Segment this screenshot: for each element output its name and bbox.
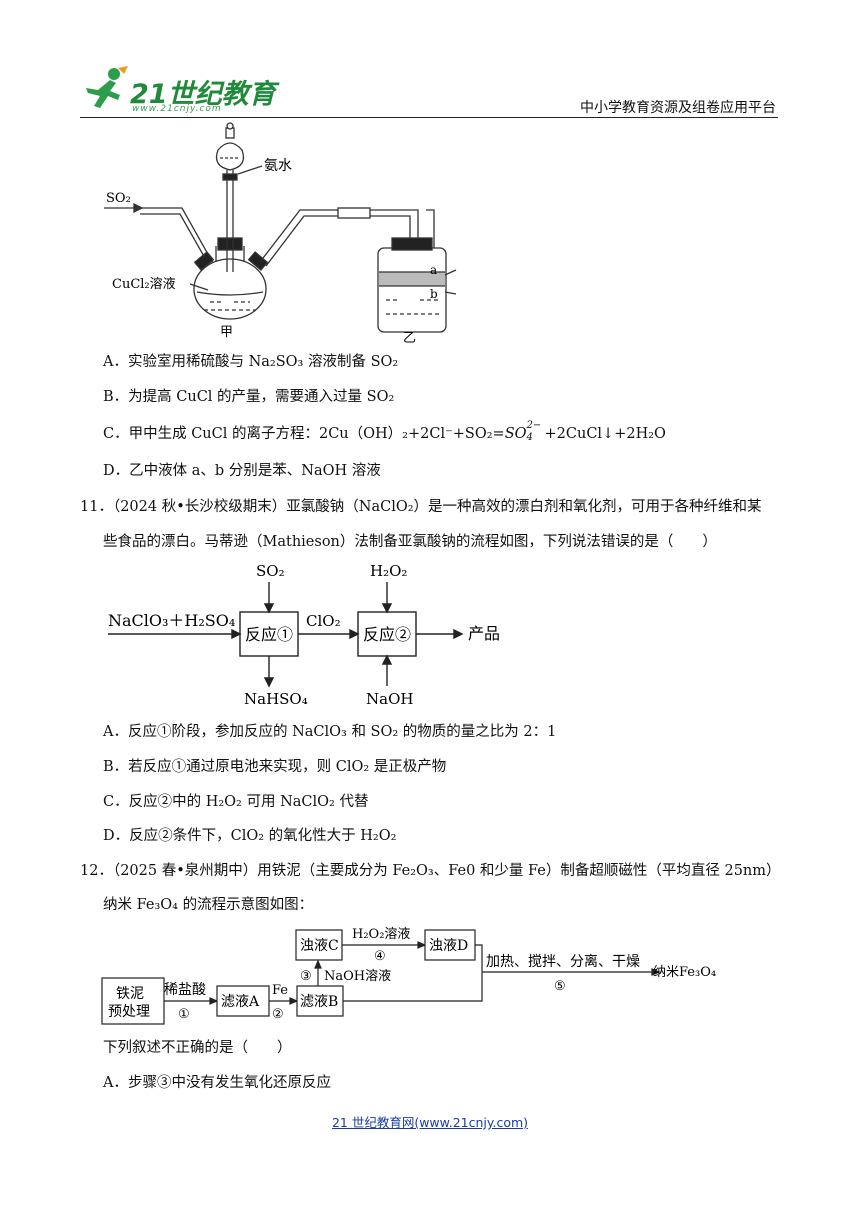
q12-step5-label: ⑤ (554, 979, 566, 994)
q11-option-b: B．若反应①通过原电池来实现，则 ClO₂ 是正极产物 (103, 759, 447, 775)
q12-turbid-d-box: 浊液D (429, 938, 468, 954)
q11-so2-label: SO₂ (256, 562, 285, 580)
header: 21世纪教育 www.21cnjy.com 中小学教育资源及组卷应用平台 (0, 0, 860, 120)
q10-option-c-post: +2CuCl↓+2H₂O (544, 426, 666, 442)
q11-reaction2-box: 反应② (363, 625, 411, 644)
q12-step3-label: ③ (300, 969, 312, 984)
label-jia: 甲 (220, 325, 233, 340)
q12-filtrate-b-box: 滤液B (300, 994, 338, 1010)
label-so2: SO₂ (106, 191, 131, 206)
q11-nahso4-label: NaHSO₄ (244, 690, 308, 708)
logo-url: www.21cnjy.com (132, 104, 222, 114)
q12-step4-label: ④ (374, 949, 386, 964)
q10-option-d: D．乙中液体 a、b 分别是苯、NaOH 溶液 (103, 463, 381, 479)
q10-option-b: B．为提高 CuCl 的产量，需要通入过量 SO₂ (103, 389, 395, 405)
q12-box-pretreat-line2: 预处理 (108, 1004, 150, 1020)
label-cucl2: CuCl₂溶液 (112, 277, 176, 292)
q12-hcl-label: 稀盐酸 (164, 982, 206, 998)
q10-option-c-pre: C．甲中生成 CuCl 的离子方程：2Cu（OH）₂+2Cl⁻+SO₂= (103, 426, 505, 442)
q12-fe-label: Fe (272, 983, 288, 998)
q12-product-label: 纳米Fe₃O₄ (653, 965, 716, 980)
q12-stem-line2: 纳米 Fe₃O₄ 的流程示意图如图： (103, 897, 314, 913)
platform-name: 中小学教育资源及组卷应用平台 (580, 100, 776, 116)
q10-option-c-ion-sub: 4 (526, 432, 533, 443)
q10-option-a: A．实验室用稀硫酸与 Na₂SO₃ 溶液制备 SO₂ (103, 354, 399, 370)
q12-question: 下列叙述不正确的是（ ） (103, 1040, 292, 1056)
q11-stem-line1: 11．（2024 秋•长沙校级期末）亚氯酸钠（NaClO₂）是一种高效的漂白剂和… (80, 499, 762, 515)
label-a: a (430, 263, 437, 277)
q12-box-pretreat-line1: 铁泥 (116, 986, 144, 1002)
q12-turbid-c-box: 浊液C (300, 938, 339, 954)
header-rule (80, 117, 778, 118)
label-ammonia: 氨水 (264, 158, 292, 174)
q11-option-c: C．反应②中的 H₂O₂ 可用 NaClO₂ 代替 (103, 794, 369, 810)
q10-option-c-ion: SO (504, 426, 527, 442)
q12-h2o2-label: H₂O₂溶液 (352, 927, 410, 942)
q12-step2-label: ② (272, 1007, 284, 1022)
q12-naoh-label: NaOH溶液 (324, 969, 391, 984)
q10-option-c-ion-sup: 2− (526, 420, 542, 431)
q11-clo2-label: ClO₂ (306, 612, 341, 630)
q12-process-label: 加热、搅拌、分离、干燥 (486, 953, 640, 970)
q11-stem-line2: 些食品的漂白。马蒂逊（Mathieson）法制备亚氯酸钠的流程如图，下列说法错误… (103, 534, 717, 550)
q12-step1-label: ① (178, 1007, 190, 1022)
q12-flow-diagram: 铁泥 预处理 稀盐酸 ① 滤液A Fe ② 滤液B ③ NaOH溶液 浊液C H… (101, 927, 716, 1025)
apparatus-figure: SO₂ 氨水 CuCl₂溶液 甲 乙 a b (104, 122, 457, 344)
q11-option-a: A．反应①阶段，参加反应的 NaClO₃ 和 SO₂ 的物质的量之比为 2：1 (103, 724, 557, 740)
q11-naoh-label: NaOH (366, 690, 413, 708)
q12-option-a: A．步骤③中没有发生氧化还原反应 (103, 1075, 331, 1091)
footer-link[interactable]: 21 世纪教育网(www.21cnjy.com) (331, 1115, 529, 1130)
q12-stem-line1: 12．（2025 春•泉州期中）用铁泥（主要成分为 Fe₂O₃、Fe0 和少量 … (80, 863, 781, 879)
label-yi: 乙 (403, 331, 416, 344)
q11-h2o2-label: H₂O₂ (370, 562, 407, 580)
q11-product-label: 产品 (468, 624, 500, 643)
q11-option-d: D．反应②条件下，ClO₂ 的氧化性大于 H₂O₂ (103, 828, 397, 844)
q12-filtrate-a-box: 滤液A (221, 994, 260, 1010)
logo-runner-icon (86, 66, 128, 108)
logo-text: 21世纪教育 (130, 79, 276, 110)
q11-reaction1-box: 反应① (245, 625, 293, 644)
q11-flow-diagram: NaClO₃＋H₂SO₄ SO₂ 反应① ClO₂ H₂O₂ 反应② 产品 Na… (108, 562, 500, 708)
label-b: b (430, 287, 438, 301)
q11-input-label: NaClO₃＋H₂SO₄ (108, 611, 235, 630)
